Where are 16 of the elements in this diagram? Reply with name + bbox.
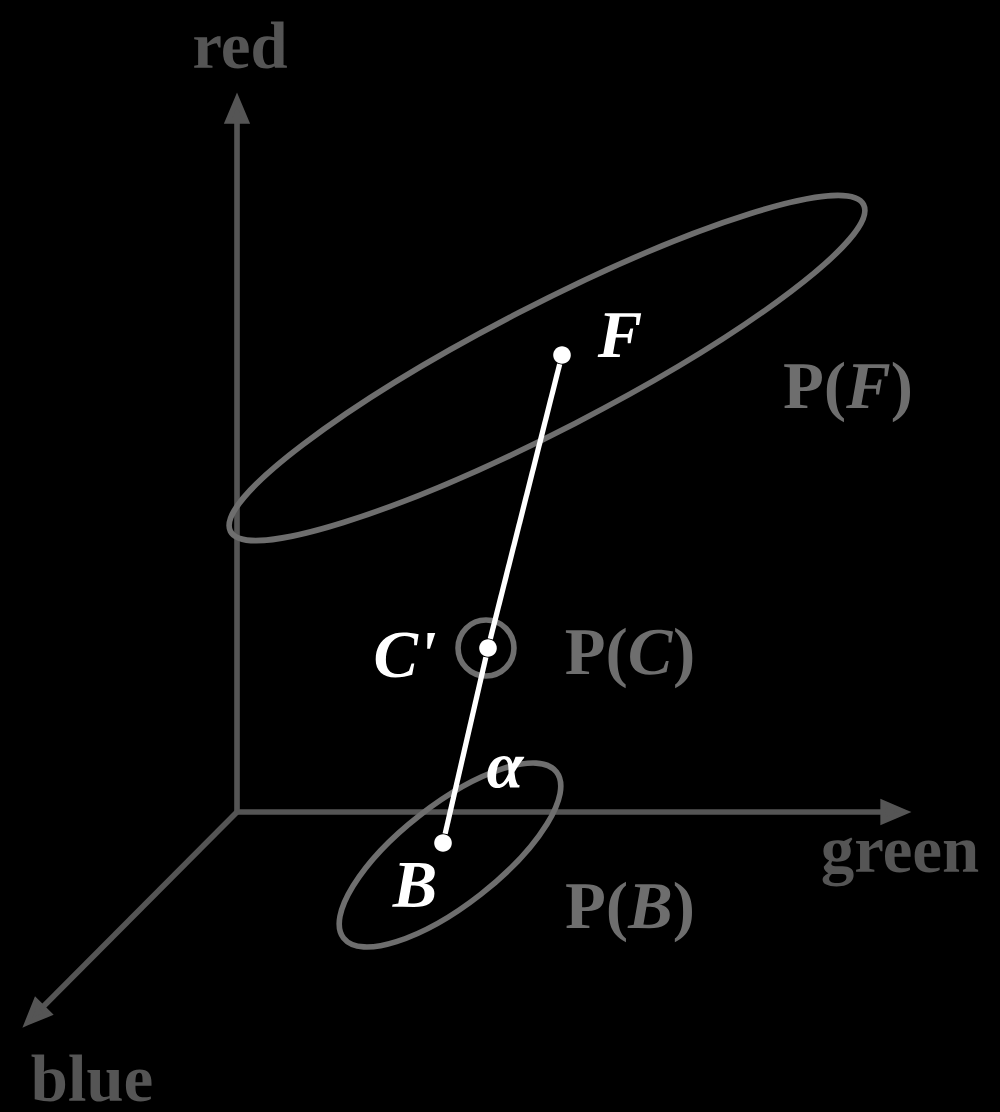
labeled-point: F [553,313,642,364]
line-segment [442,656,489,835]
circle-outline [455,617,517,679]
axis-label: blue [31,1054,152,1102]
line-segment [487,363,563,640]
region-label: P(B) [566,881,692,943]
region-label: P(F) [784,361,910,423]
region-label: P(C) [565,627,693,689]
node-label: C' [375,632,436,678]
axis-label: red [194,21,287,69]
node-label: F [597,313,642,357]
angle-label: α [487,755,525,789]
labeled-point: B [392,834,452,907]
labeled-point: C' [375,632,497,678]
axis-label: green [822,837,979,887]
node-label: B [392,863,435,908]
